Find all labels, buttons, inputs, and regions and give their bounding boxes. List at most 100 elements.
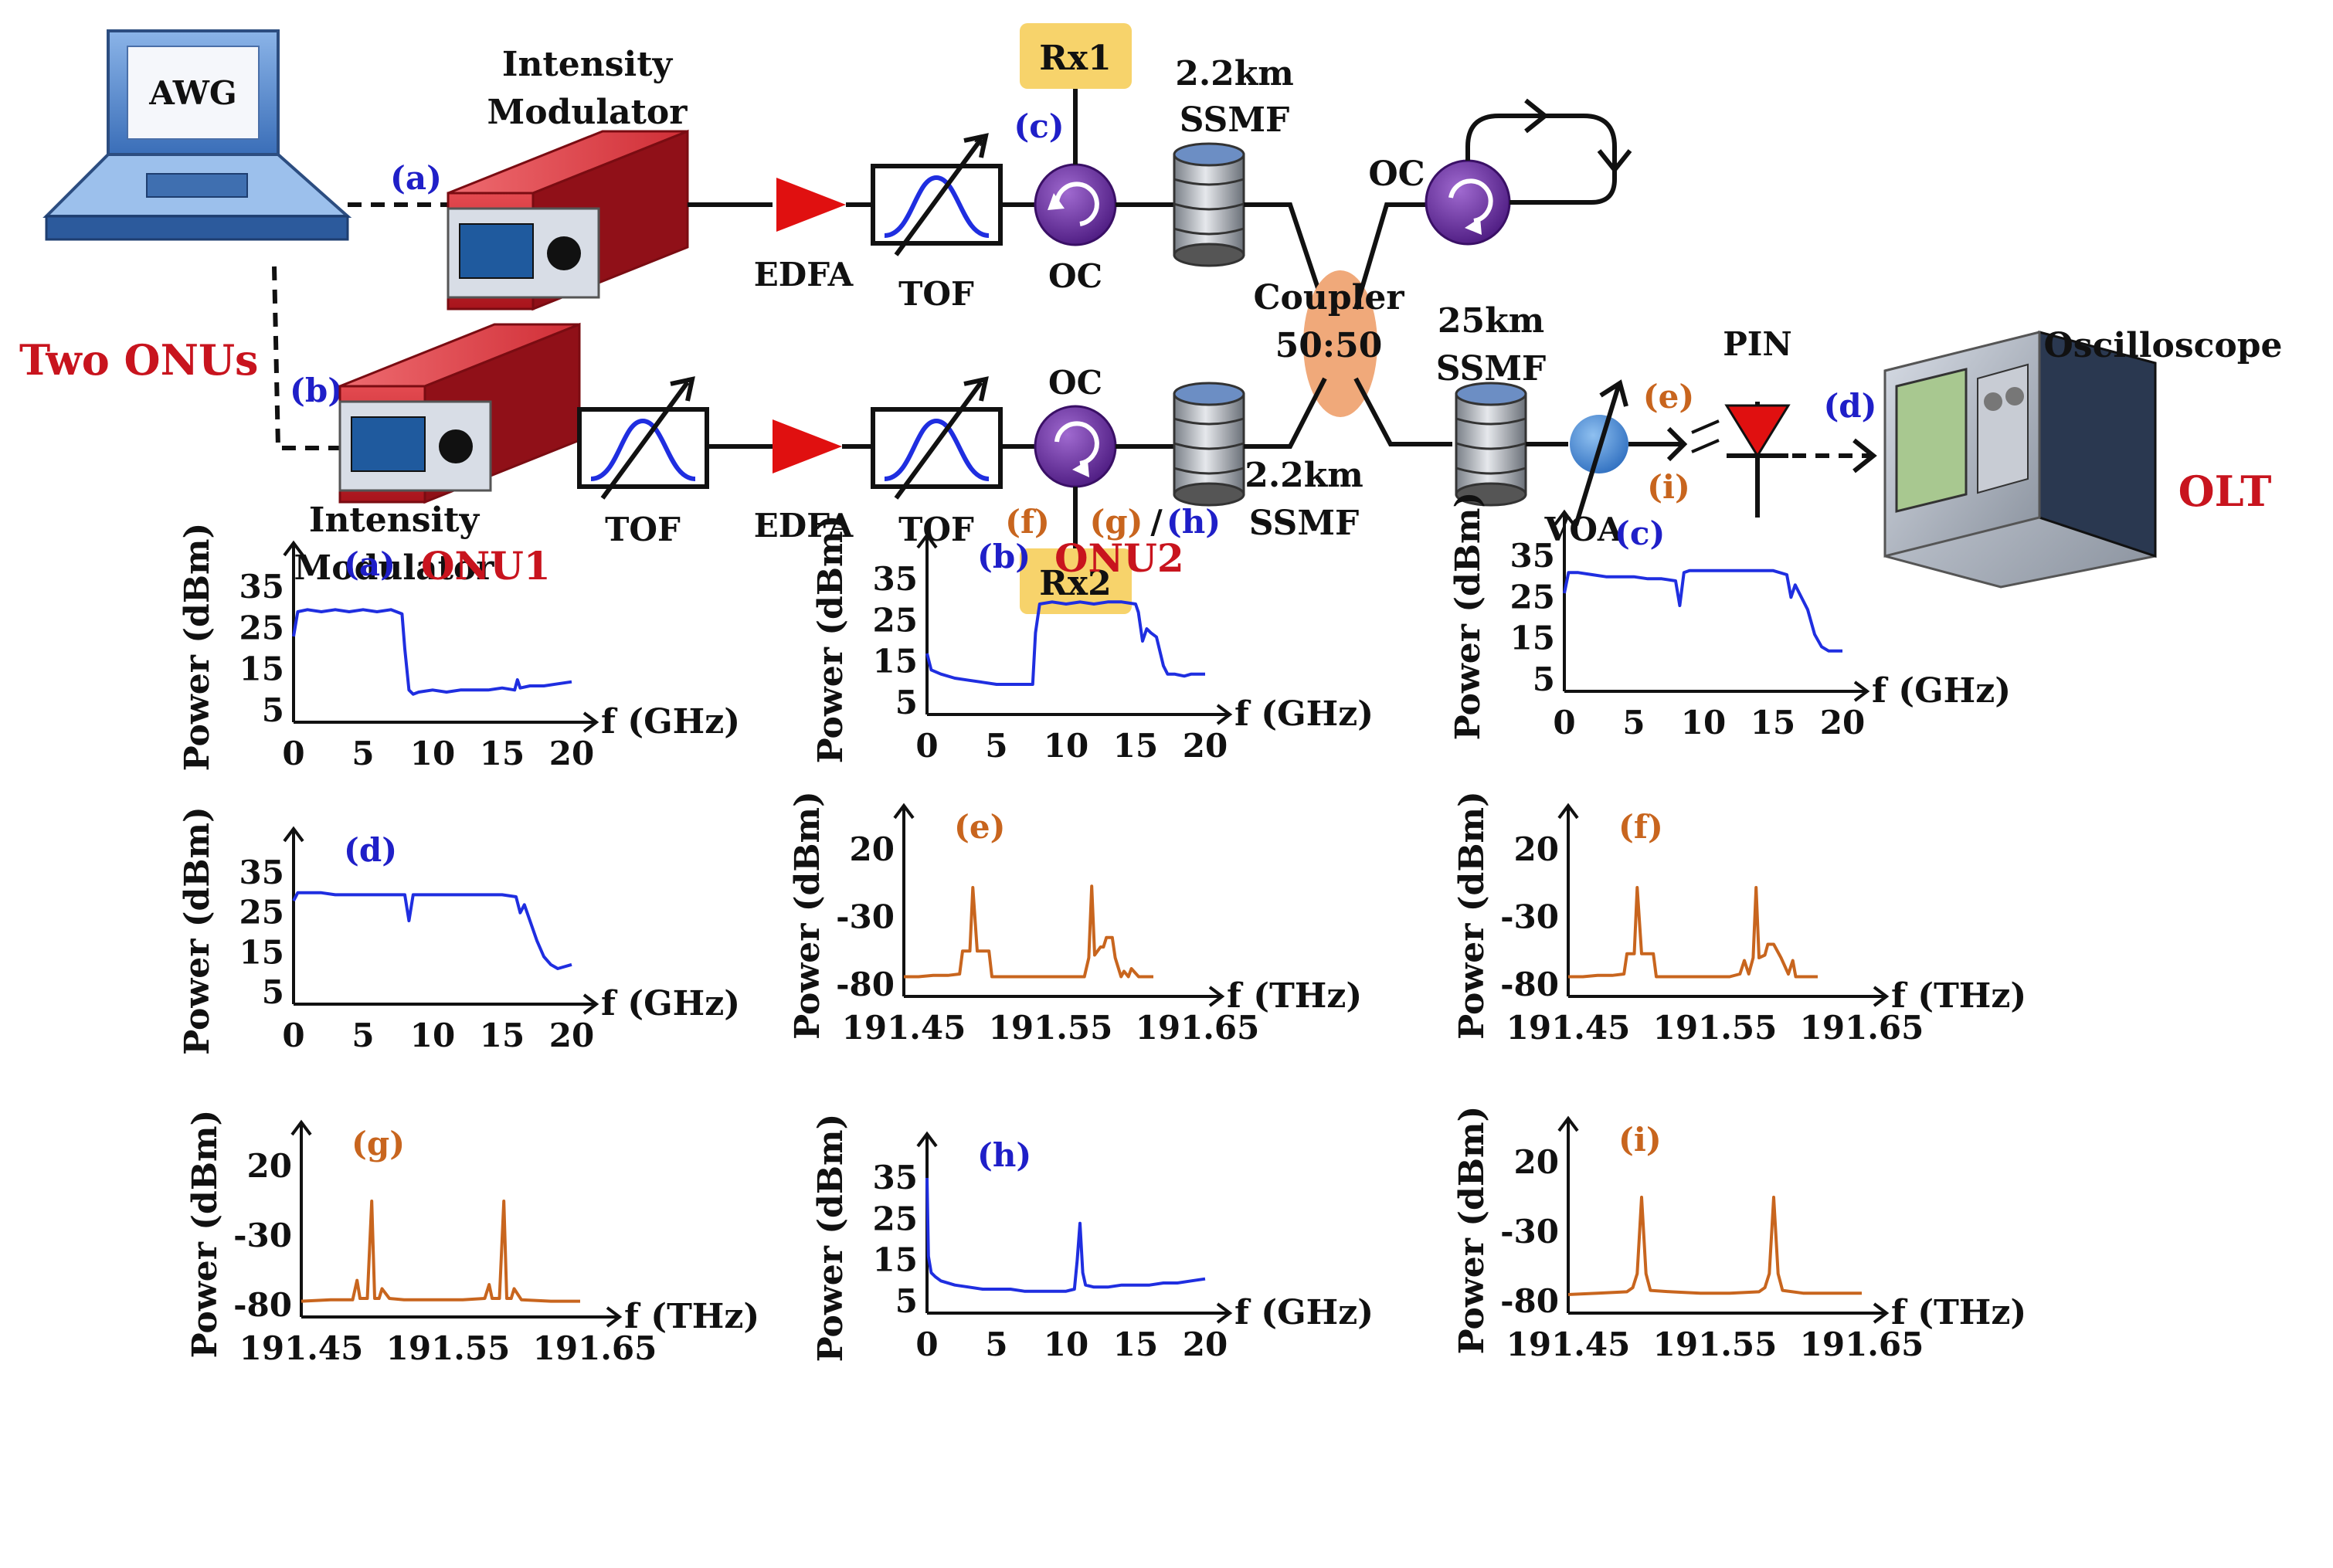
rx1-label: Rx1	[1039, 39, 1111, 78]
x-tick-g: 191.55	[386, 1329, 511, 1367]
x-label-g: f (THz)	[624, 1297, 759, 1336]
y-tick-b: 25	[873, 601, 918, 639]
y-label-g: Power (dBm)	[185, 1110, 225, 1359]
x-tick-a: 5	[351, 735, 374, 772]
oc-loop-label: OC	[1368, 154, 1425, 194]
oc-top-arrow-icon	[1054, 182, 1099, 226]
x-label-i: f (THz)	[1891, 1293, 2026, 1332]
y-tick-h: 25	[873, 1200, 918, 1237]
x-axis-arrow-i	[1873, 1302, 1890, 1324]
two-onus-label: Two ONUs	[19, 335, 258, 385]
awg-laptop: AWG	[42, 29, 352, 241]
ssmf-25-line1: 25km	[1438, 301, 1544, 341]
ssmf-25-line2: SSMF	[1436, 349, 1547, 389]
im-bottom-line2: Modulator	[294, 548, 495, 588]
x-tick-c: 15	[1751, 704, 1795, 742]
x-axis-arrow-f	[1873, 986, 1890, 1007]
x-tick-a: 15	[480, 735, 525, 772]
y-tick-f: -80	[1500, 966, 1559, 1003]
y-label-a: Power (dBm)	[178, 523, 217, 772]
tof-top-icon	[871, 133, 1003, 256]
x-tick-c: 5	[1622, 704, 1645, 742]
y-axis-arrow-b	[916, 532, 938, 549]
oscilloscope-icon	[1883, 331, 2157, 589]
edfa-bottom-icon	[773, 419, 842, 473]
x-tick-f: 191.45	[1506, 1009, 1631, 1047]
ssmf-bottom-spool-icon	[1173, 382, 1245, 507]
x-axis-arrow-d	[582, 993, 599, 1015]
pin-photodiode-icon	[1691, 402, 1791, 518]
panel-tag-g: (g)	[351, 1125, 405, 1162]
awg-label: AWG	[148, 74, 237, 112]
tag-f: (f)	[1005, 503, 1050, 541]
im-top-line2: Modulator	[487, 93, 688, 132]
oc-loop-arrow-icon	[1448, 178, 1493, 223]
y-tick-d: 35	[239, 854, 284, 891]
x-axis-arrow-c	[1853, 680, 1870, 702]
y-tick-h: 5	[895, 1282, 918, 1320]
y-axis-arrow-d	[283, 826, 304, 843]
series-line-c	[1563, 568, 1842, 653]
dashed-arrowhead	[1852, 438, 1877, 473]
x-tick-a: 0	[282, 735, 304, 772]
tag-d: (d)	[1823, 387, 1876, 425]
series-line-b	[925, 600, 1205, 686]
y-tick-e: -80	[836, 966, 895, 1003]
x-tick-d: 10	[410, 1016, 455, 1054]
y-tick-g: -80	[233, 1286, 292, 1324]
x-label-d: f (GHz)	[601, 984, 740, 1023]
y-tick-a: 5	[262, 691, 284, 729]
tag-e: (e)	[1643, 378, 1694, 416]
x-tick-i: 191.45	[1506, 1325, 1631, 1363]
y-tick-g: -30	[233, 1217, 292, 1254]
edfa-top-label: EDFA	[754, 256, 854, 294]
rx2-box	[1020, 548, 1132, 614]
x-tick-b: 10	[1044, 727, 1088, 765]
y-axis-arrow-h	[916, 1131, 938, 1148]
x-tick-d: 15	[480, 1016, 525, 1054]
ssmf-bottom-line1: 2.2km	[1245, 456, 1363, 495]
x-axis-arrow-g	[606, 1306, 623, 1328]
x-tick-h: 20	[1183, 1325, 1228, 1363]
rx2-label: Rx2	[1039, 564, 1111, 603]
y-tick-e: -30	[836, 898, 895, 936]
x-tick-h: 15	[1113, 1325, 1158, 1363]
oc-loop-arrowhead	[1465, 218, 1482, 235]
y-tick-g: 20	[247, 1147, 292, 1185]
y-tick-d: 15	[239, 933, 284, 971]
series-line-f	[1568, 886, 1818, 979]
oc-top-label: OC	[1048, 257, 1102, 295]
tof-bottom2-icon	[871, 376, 1003, 500]
panel-tag-b: (b)	[977, 538, 1031, 575]
x-label-a: f (GHz)	[601, 702, 740, 742]
im-bottom-line1: Intensity	[309, 501, 481, 540]
x-tick-c: 10	[1681, 704, 1726, 742]
y-tick-b: 5	[895, 684, 918, 721]
x-tick-b: 20	[1183, 727, 1228, 765]
fiber-arrowhead	[1666, 426, 1688, 462]
oc-bottom-icon	[1034, 405, 1117, 488]
tof-bottom1-label: TOF	[605, 511, 681, 548]
panel-title-a: ONU1	[421, 543, 551, 589]
y-label-d: Power (dBm)	[178, 806, 217, 1055]
x-label-e: f (THz)	[1227, 976, 1362, 1016]
series-line-e	[904, 884, 1153, 979]
x-tick-i: 191.55	[1653, 1325, 1778, 1363]
x-label-b: f (GHz)	[1234, 694, 1374, 734]
y-tick-h: 35	[873, 1159, 918, 1196]
y-label-c: Power (dBm)	[1448, 492, 1488, 741]
dashed-line-b	[272, 266, 348, 450]
tof-bottom1-icon	[577, 376, 709, 500]
oc-bottom-arrowhead	[1072, 460, 1089, 477]
panel-tag-a: (a)	[344, 545, 396, 583]
voa-arrow	[1574, 385, 1621, 526]
tag-c: (c)	[1014, 107, 1064, 145]
x-tick-a: 10	[410, 735, 455, 772]
panel-tag-h: (h)	[977, 1136, 1031, 1174]
y-tick-a: 35	[239, 568, 284, 606]
